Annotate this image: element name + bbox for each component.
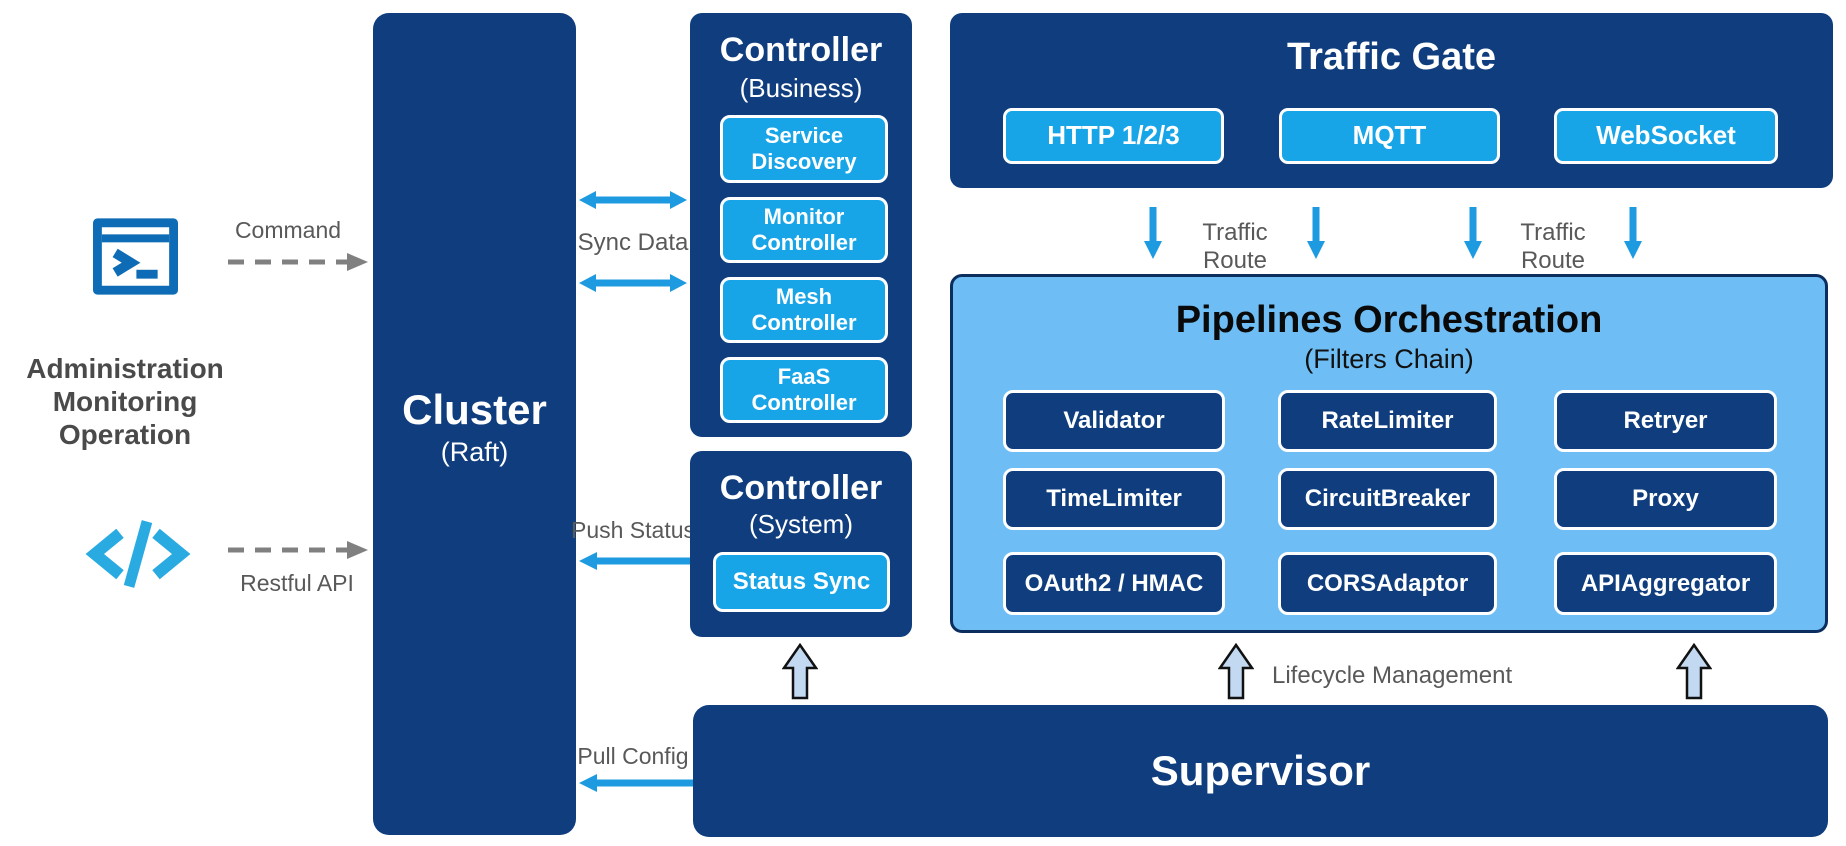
filter-chip-retryer: Retryer <box>1554 390 1777 452</box>
push-status-arrow-icon <box>579 550 691 572</box>
controller-item-monitor-controller: Monitor Controller <box>720 197 888 263</box>
pipelines-subtitle: (Filters Chain) <box>1304 344 1474 374</box>
filter-chip-ratelimiter: RateLimiter <box>1278 390 1497 452</box>
pipelines-title: Pipelines Orchestration <box>1175 299 1603 341</box>
gate-protocol-http: HTTP 1/2/3 <box>1003 108 1224 164</box>
traffic-route-label-1: Traffic Route <box>1202 219 1268 274</box>
sync-data-arrow-top-icon <box>579 189 687 211</box>
admin-caption-line: Administration <box>26 353 224 384</box>
gate-protocol-mqtt: MQTT <box>1279 108 1500 164</box>
pull-config-label: Pull Config <box>577 743 689 769</box>
code-icon <box>83 518 193 590</box>
filter-chip-corsadaptor: CORSAdaptor <box>1278 552 1497 615</box>
lifecycle-up-arrow-icon <box>1218 643 1254 701</box>
controller-item-service-discovery: Service Discovery <box>720 115 888 183</box>
lifecycle-up-arrow-icon <box>782 643 818 701</box>
traffic-route-down-arrow-icon <box>1463 207 1483 259</box>
filter-chip-validator: Validator <box>1003 390 1225 452</box>
cluster-subtitle: (Raft) <box>440 437 509 467</box>
controller-item-mesh-controller: Mesh Controller <box>720 277 888 343</box>
admin-caption-line: Monitoring <box>52 386 198 417</box>
traffic-gate-title: Traffic Gate <box>1286 36 1497 78</box>
supervisor-box <box>693 705 1828 837</box>
controller-item-faas-controller: FaaS Controller <box>720 357 888 423</box>
restful-api-label: Restful API <box>240 570 354 596</box>
filter-chip-proxy: Proxy <box>1554 468 1777 530</box>
lifecycle-up-arrow-icon <box>1676 643 1712 701</box>
admin-caption-line: Operation <box>58 419 192 450</box>
filter-chip-apiaggregator: APIAggregator <box>1554 552 1777 615</box>
command-dashed-arrow-icon <box>226 252 368 272</box>
filter-chip-timelimiter: TimeLimiter <box>1003 468 1225 530</box>
controller-business-subtitle: (Business) <box>739 73 863 103</box>
gate-protocol-websocket: WebSocket <box>1554 108 1778 164</box>
controller-system-subtitle: (System) <box>749 509 853 539</box>
supervisor-title: Supervisor <box>1150 747 1371 794</box>
filter-chip-circuitbreaker: CircuitBreaker <box>1278 468 1497 530</box>
traffic-route-label-2: Traffic Route <box>1520 219 1586 274</box>
sync-data-arrow-bottom-icon <box>579 272 687 294</box>
traffic-route-down-arrow-icon <box>1143 207 1163 259</box>
sync-data-label: Sync Data <box>577 229 689 256</box>
lifecycle-management-label: Lifecycle Management <box>1272 662 1513 689</box>
restful-dashed-arrow-icon <box>226 540 368 560</box>
traffic-route-down-arrow-icon <box>1623 207 1643 259</box>
admin-caption: Administration Monitoring Operation <box>0 352 250 451</box>
traffic-route-down-arrow-icon <box>1306 207 1326 259</box>
cluster-title: Cluster <box>402 386 547 433</box>
controller-business-title: Controller <box>719 31 883 69</box>
filter-chip-oauth2-hmac: OAuth2 / HMAC <box>1003 552 1225 615</box>
controller-item-status-sync: Status Sync <box>713 552 890 612</box>
pull-config-arrow-icon <box>579 772 693 794</box>
push-status-label: Push Status <box>570 517 696 543</box>
controller-system-title: Controller <box>719 469 883 507</box>
terminal-icon <box>93 218 178 295</box>
cluster-box <box>373 13 576 835</box>
command-label: Command <box>234 217 342 243</box>
